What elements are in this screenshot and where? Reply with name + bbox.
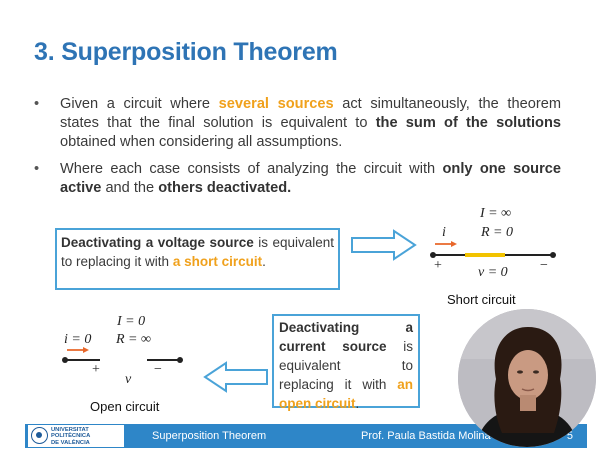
bold-text: Deactivating a current source (279, 320, 413, 354)
box-text: is equivalent to replacing it with (279, 339, 413, 392)
bullet-text: obtained when considering all assumption… (60, 134, 343, 150)
open-circuit-caption: Open circuit (90, 399, 160, 414)
bold-text: only one source active (60, 161, 561, 196)
page-number: 5 (566, 430, 573, 442)
current-label: i = 0 (64, 332, 92, 347)
bullet-text: act simultaneously, the theorem states t… (60, 96, 561, 131)
terminal-dot (430, 252, 436, 258)
slide-footer: UNIVERSITAT POLITÈCNICA DE VALÈNCIA Supe… (25, 424, 587, 448)
bold-text: the sum of the solutions (375, 115, 562, 131)
footer-title: Superposition Theorem (152, 430, 267, 442)
presenter-webcam (458, 309, 596, 447)
resistance-label: R = ∞ (116, 332, 151, 347)
voltage-label: v (125, 372, 132, 387)
box-text: . (262, 254, 266, 269)
bullet-text: Where each case consists of analyzing th… (60, 161, 443, 177)
highlight-text: several sources (218, 96, 334, 112)
current-source-box: Deactivating a current source is equival… (272, 314, 420, 411)
bullet-text: Given a circuit where (60, 96, 219, 112)
voltage-source-box: Deactivating a voltage source is equival… (55, 228, 340, 290)
bullet-item: Given a circuit where several sources ac… (34, 95, 561, 152)
arrow-right-icon (351, 229, 417, 261)
university-seal-icon (31, 427, 48, 444)
source-label: I = 0 (117, 314, 146, 329)
bullet-list: Given a circuit where several sources ac… (34, 95, 561, 206)
source-label: I = ∞ (480, 206, 512, 221)
slide-title: 3. Superposition Theorem (34, 38, 338, 66)
open-circuit-diagram (62, 347, 183, 363)
box-text: is equivalent to replacing it with (61, 235, 334, 269)
short-circuit-caption: Short circuit (447, 292, 516, 307)
highlight-text: a short circuit (172, 254, 263, 269)
terminal-dot (550, 252, 556, 258)
terminal-dot (62, 357, 68, 363)
minus-sign: − (154, 362, 162, 377)
resistance-label: R = 0 (481, 225, 513, 240)
minus-sign: − (540, 258, 548, 273)
bold-text: others deactivated. (158, 180, 292, 196)
arrow-left-icon (203, 361, 268, 393)
terminal-dot (177, 357, 183, 363)
presenter-avatar-icon (458, 309, 596, 447)
highlight-text: an open circuit (279, 377, 413, 411)
box-text: . (355, 396, 360, 411)
bullet-item: Where each case consists of analyzing th… (34, 160, 561, 198)
short-circuit-diagram (430, 241, 556, 258)
plus-sign: + (434, 258, 442, 273)
university-name: UNIVERSITAT POLITÈCNICA DE VALÈNCIA (51, 427, 91, 446)
bold-text: Deactivating a voltage source (61, 235, 254, 250)
voltage-label: v = 0 (478, 265, 508, 280)
university-logo: UNIVERSITAT POLITÈCNICA DE VALÈNCIA (28, 425, 124, 447)
current-label: i (442, 225, 446, 240)
plus-sign: + (92, 362, 100, 377)
footer-author: Prof. Paula Bastida Molina (361, 430, 491, 442)
bullet-text: and the (101, 180, 159, 196)
